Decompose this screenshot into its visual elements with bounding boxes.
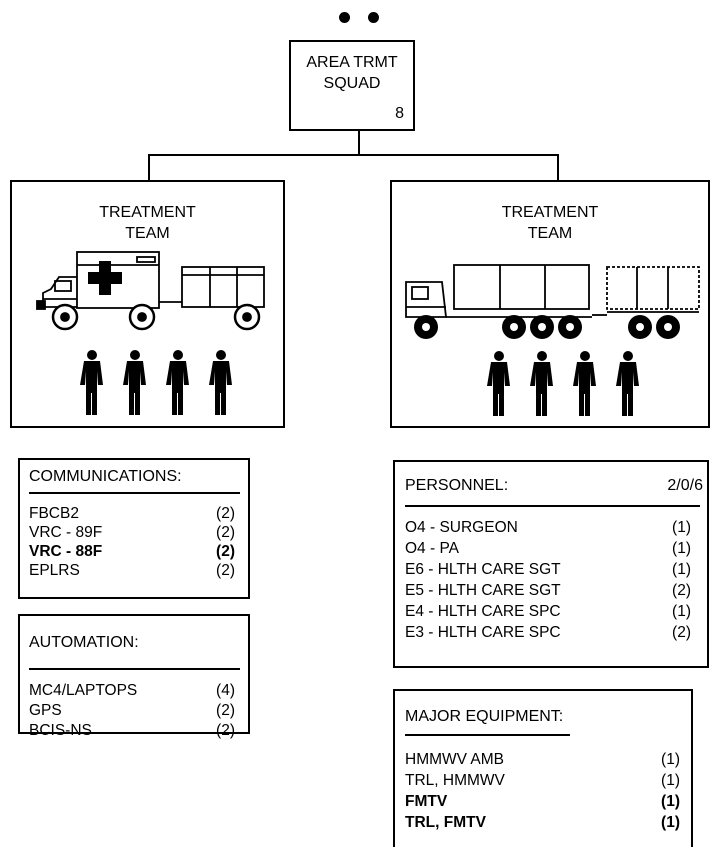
hmmwv-ambulance-icon bbox=[36, 251, 265, 331]
soldiers-icon bbox=[487, 351, 639, 416]
right-treatment-team-box: TREATMENT TEAM bbox=[390, 180, 710, 428]
left-treatment-team-box: TREATMENT TEAM bbox=[10, 180, 285, 428]
automation-rule bbox=[29, 668, 240, 670]
personnel-rule bbox=[405, 505, 700, 507]
left-team-title-line2: TEAM bbox=[125, 225, 170, 242]
automation-heading: AUTOMATION: bbox=[29, 634, 139, 651]
connector-right-down bbox=[557, 154, 559, 181]
communications-rule bbox=[29, 492, 240, 494]
connector-left-down bbox=[148, 154, 150, 181]
major-equipment-heading: MAJOR EQUIPMENT: bbox=[405, 708, 564, 725]
personnel-panel: PERSONNEL: 2/0/6 O4 - SURGEON(1) O4 - PA… bbox=[393, 460, 709, 668]
communications-panel: COMMUNICATIONS: FBCB2(2) VRC - 89F(2) VR… bbox=[18, 458, 250, 599]
automation-panel: AUTOMATION: MC4/LAPTOPS(4) GPS(2) BCIS-N… bbox=[18, 614, 250, 739]
left-team-title-line1: TREATMENT bbox=[99, 204, 196, 221]
major-equipment-rule bbox=[405, 734, 570, 736]
right-team-title-line1: TREATMENT bbox=[501, 204, 599, 221]
connector-horizontal bbox=[148, 154, 559, 156]
soldiers-icon bbox=[80, 350, 232, 415]
fmtv-truck-icon bbox=[405, 264, 700, 339]
continuation-dot-left bbox=[339, 12, 350, 23]
right-team-title-line2: TEAM bbox=[527, 225, 573, 242]
personnel-heading: PERSONNEL: bbox=[405, 477, 509, 494]
squad-title-line1: AREA TRMT bbox=[306, 54, 398, 71]
personnel-total: 2/0/6 bbox=[667, 477, 703, 494]
communications-heading: COMMUNICATIONS: bbox=[29, 468, 182, 485]
squad-count: 8 bbox=[395, 105, 404, 122]
major-equipment-panel: MAJOR EQUIPMENT: HMMWV AMB(1) TRL, HMMWV… bbox=[393, 689, 693, 847]
connector-squad-down bbox=[358, 130, 360, 155]
squad-box: AREA TRMT SQUAD 8 bbox=[289, 40, 415, 131]
squad-title-line2: SQUAD bbox=[323, 75, 381, 92]
continuation-dot-right bbox=[368, 12, 379, 23]
